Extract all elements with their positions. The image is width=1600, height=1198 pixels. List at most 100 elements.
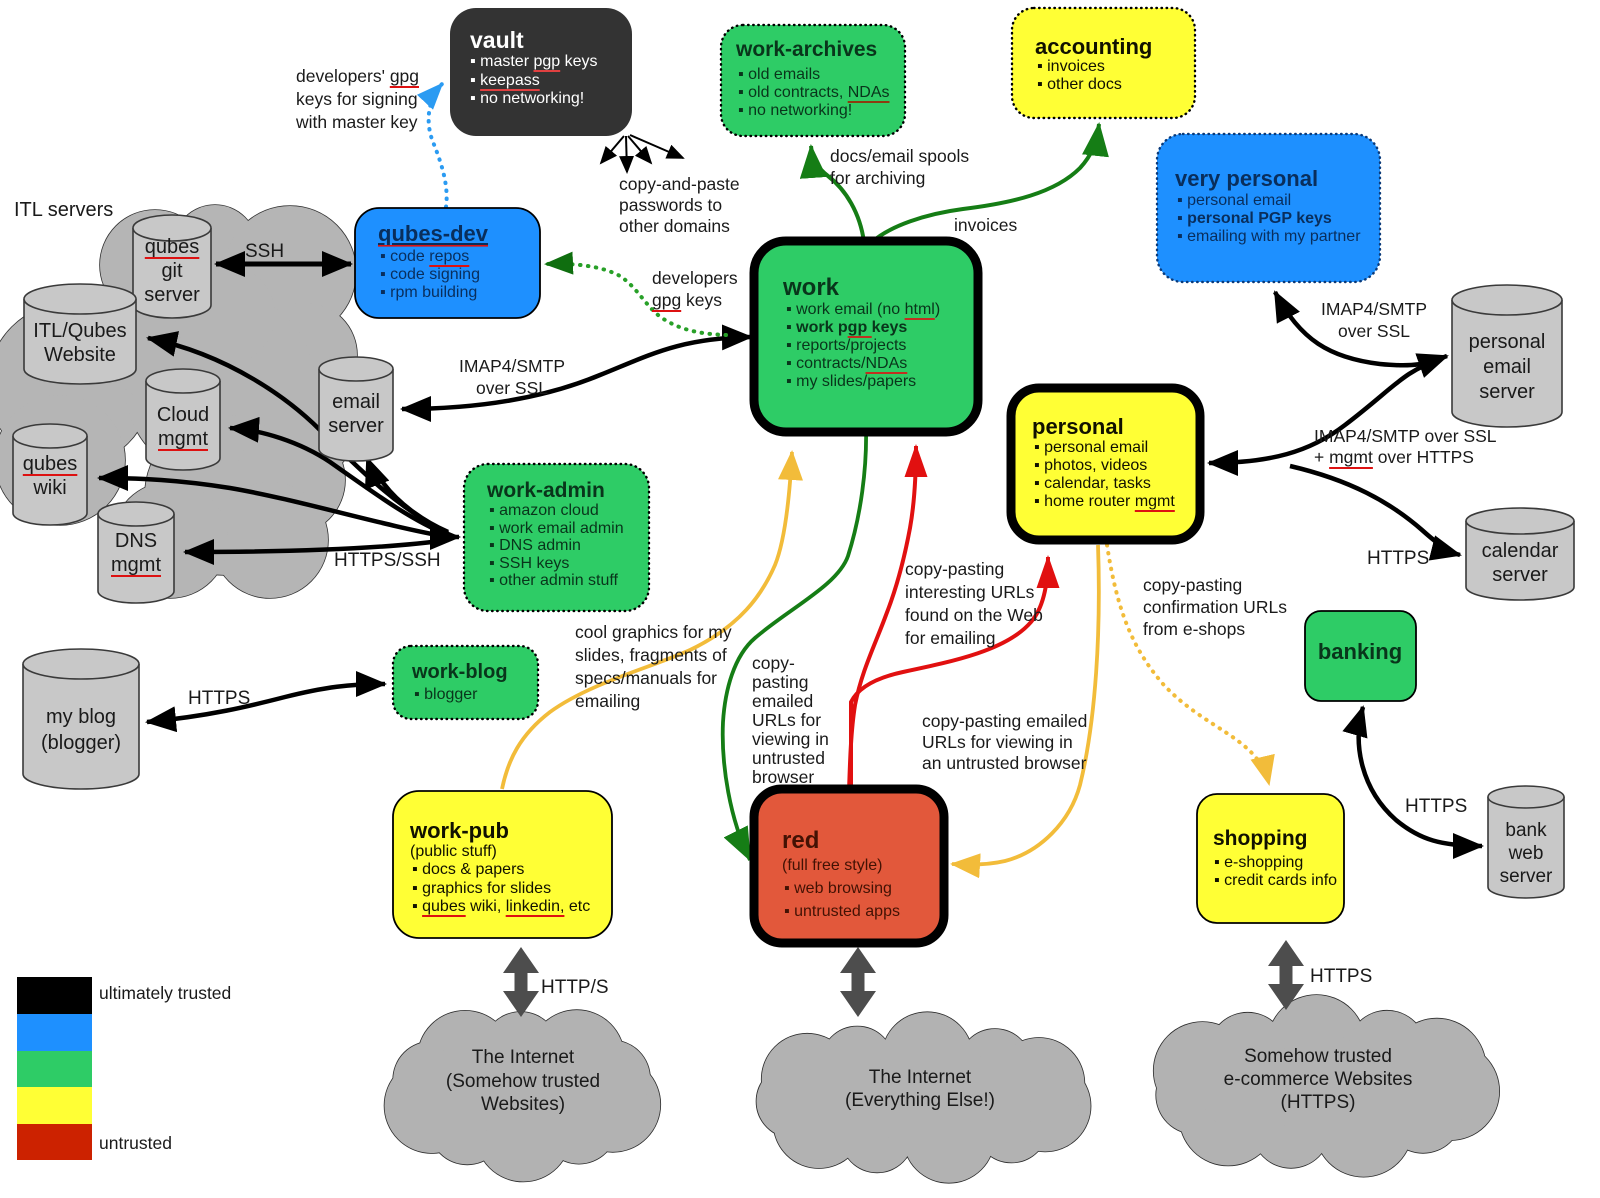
svg-text:Website: Website [44, 344, 116, 366]
svg-text:viewing in: viewing in [752, 729, 829, 749]
svg-text:▪ e-shopping: ▪ e-shopping [1214, 854, 1303, 871]
svg-text:copy-pasting: copy-pasting [1143, 575, 1242, 595]
svg-text:mgmt: mgmt [158, 428, 208, 450]
svg-text:▪ DNS admin: ▪ DNS admin [489, 537, 581, 554]
svg-text:(blogger): (blogger) [41, 732, 121, 754]
svg-text:from e-shops: from e-shops [1143, 619, 1245, 639]
svg-text:with master key: with master key [295, 112, 418, 132]
svg-text:DNS: DNS [115, 530, 157, 552]
svg-text:other domains: other domains [619, 216, 730, 236]
svg-text:▪ master pgp keys: ▪ master pgp keys [470, 53, 598, 70]
svg-text:(Everything Else!): (Everything Else!) [845, 1090, 995, 1111]
svg-text:▪ SSH keys: ▪ SSH keys [489, 555, 569, 572]
svg-text:shopping: shopping [1213, 827, 1307, 850]
svg-text:work: work [782, 274, 840, 301]
svg-text:work-archives: work-archives [735, 38, 877, 61]
svg-text:for archiving: for archiving [830, 168, 925, 188]
svg-text:copy-pasting emailed: copy-pasting emailed [922, 711, 1087, 731]
svg-text:HTTPS: HTTPS [1310, 966, 1372, 987]
svg-text:emailed: emailed [752, 691, 813, 711]
svg-text:▪ blogger: ▪ blogger [414, 686, 478, 703]
svg-text:▪ work email admin: ▪ work email admin [489, 520, 624, 537]
svg-text:▪ work pgp keys: ▪ work pgp keys [786, 319, 907, 336]
svg-text:copy-pasting: copy-pasting [905, 559, 1004, 579]
svg-text:▪ photos, videos: ▪ photos, videos [1034, 457, 1147, 474]
svg-text:▪ other docs: ▪ other docs [1037, 76, 1122, 93]
svg-text:ITL/Qubes: ITL/Qubes [33, 320, 126, 342]
svg-text:▪ old emails: ▪ old emails [738, 66, 820, 83]
svg-text:emailing: emailing [575, 691, 640, 711]
svg-text:The Internet: The Internet [472, 1047, 575, 1068]
svg-text:▪ personal email: ▪ personal email [1034, 439, 1148, 456]
svg-text:cool graphics for my: cool graphics for my [575, 622, 732, 642]
svg-text:ultimately trusted: ultimately trusted [99, 983, 231, 1003]
svg-text:(Somehow trusted: (Somehow trusted [446, 1071, 600, 1092]
svg-text:▪ graphics for slides: ▪ graphics for slides [412, 880, 551, 897]
svg-text:browser: browser [752, 767, 814, 787]
svg-text:confirmation URLs: confirmation URLs [1143, 597, 1287, 617]
svg-text:Websites): Websites) [481, 1094, 565, 1115]
svg-text:an untrusted browser: an untrusted browser [922, 753, 1087, 773]
svg-text:mgmt: mgmt [111, 554, 161, 576]
svg-text:keys for signing: keys for signing [296, 89, 418, 109]
svg-text:found on the Web: found on the Web [905, 605, 1043, 625]
svg-text:Cloud: Cloud [157, 404, 209, 426]
svg-text:accounting: accounting [1035, 34, 1152, 59]
svg-text:bank: bank [1505, 820, 1547, 841]
svg-text:IMAP4/SMTP: IMAP4/SMTP [459, 356, 565, 376]
svg-text:developers' gpg: developers' gpg [296, 66, 419, 86]
svg-text:interesting URLs: interesting URLs [905, 582, 1035, 602]
svg-text:email: email [332, 391, 380, 413]
svg-text:untrusted: untrusted [99, 1133, 172, 1153]
svg-text:HTTP/S: HTTP/S [541, 977, 609, 998]
svg-text:▪ calendar, tasks: ▪ calendar, tasks [1034, 475, 1151, 492]
svg-text:specs/manuals for: specs/manuals for [575, 668, 717, 688]
svg-text:▪ untrusted apps: ▪ untrusted apps [784, 903, 900, 920]
svg-text:▪ my slides/papers: ▪ my slides/papers [786, 373, 916, 390]
svg-text:red: red [782, 827, 819, 854]
svg-text:Somehow trusted: Somehow trusted [1244, 1046, 1392, 1067]
svg-text:server: server [1500, 866, 1553, 887]
svg-text:▪ personal email: ▪ personal email [1177, 192, 1291, 209]
svg-text:gpg keys: gpg keys [652, 290, 722, 310]
svg-text:▪ old contracts, NDAs: ▪ old contracts, NDAs [738, 84, 890, 101]
svg-text:HTTPS: HTTPS [1367, 548, 1429, 569]
svg-text:over SSL: over SSL [1338, 321, 1410, 341]
svg-text:▪ rpm building: ▪ rpm building [380, 284, 477, 301]
svg-text:wiki: wiki [32, 477, 66, 499]
svg-text:▪ keepass: ▪ keepass [470, 72, 540, 89]
svg-text:(public stuff): (public stuff) [410, 843, 497, 860]
svg-text:▪ amazon cloud: ▪ amazon cloud [489, 502, 599, 519]
svg-text:untrusted: untrusted [752, 748, 825, 768]
svg-text:personal: personal [1032, 414, 1124, 439]
svg-text:▪ personal PGP keys: ▪ personal PGP keys [1177, 210, 1332, 227]
svg-text:copy-and-paste: copy-and-paste [619, 174, 740, 194]
svg-text:▪ qubes wiki, linkedin, etc: ▪ qubes wiki, linkedin, etc [412, 898, 590, 915]
svg-text:invoices: invoices [954, 215, 1017, 235]
svg-text:banking: banking [1318, 639, 1402, 664]
svg-text:passwords to: passwords to [619, 195, 722, 215]
svg-text:very personal: very personal [1175, 166, 1318, 191]
svg-text:email: email [1483, 356, 1531, 378]
svg-text:server: server [1492, 564, 1548, 586]
svg-text:HTTPS: HTTPS [188, 688, 250, 709]
svg-text:▪ docs & papers: ▪ docs & papers [412, 861, 524, 878]
svg-text:docs/email spools: docs/email spools [830, 146, 969, 166]
svg-text:qubes: qubes [145, 236, 200, 258]
svg-text:web: web [1508, 843, 1544, 864]
svg-text:copy-: copy- [752, 653, 795, 673]
svg-text:HTTPS: HTTPS [1405, 796, 1467, 817]
svg-text:work-blog: work-blog [411, 661, 508, 683]
svg-text:(HTTPS): (HTTPS) [1281, 1092, 1356, 1113]
svg-text:work-admin: work-admin [486, 479, 605, 502]
svg-text:e-commerce Websites: e-commerce Websites [1224, 1069, 1413, 1090]
svg-text:+ mgmt over HTTPS: + mgmt over HTTPS [1314, 447, 1474, 467]
svg-text:▪ contracts/NDAs: ▪ contracts/NDAs [786, 355, 907, 372]
svg-text:▪ credit cards info: ▪ credit cards info [1214, 872, 1337, 889]
svg-text:ITL servers: ITL servers [14, 199, 113, 221]
svg-text:qubes: qubes [23, 453, 78, 475]
svg-text:URLs for viewing in: URLs for viewing in [922, 732, 1073, 752]
svg-text:▪ home router mgmt: ▪ home router mgmt [1034, 493, 1175, 510]
svg-text:pasting: pasting [752, 672, 808, 692]
svg-text:IMAP4/SMTP: IMAP4/SMTP [1321, 299, 1427, 319]
